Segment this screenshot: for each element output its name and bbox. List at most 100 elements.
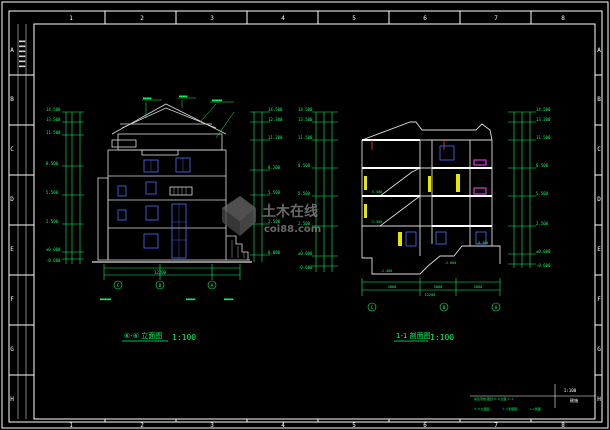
sect-axis-labels: C B A xyxy=(371,305,498,311)
svg-text:■■■■: ■■■■ xyxy=(19,50,26,53)
elev-left-dim-lines xyxy=(62,111,84,264)
row-label: D xyxy=(10,196,14,203)
title-note-sub-3: 1-1剖面 xyxy=(530,406,541,411)
level-label: ±0.000 xyxy=(46,247,61,252)
svg-text:■■■■■: ■■■■■ xyxy=(179,94,188,98)
elev-left-levels: 14.500 13.500 11.500 8.500 5.500 2.500 ±… xyxy=(46,107,61,263)
level-label: 2.500 xyxy=(268,219,281,224)
dim-label: 4800 xyxy=(388,285,397,289)
svg-text:■■■■■■: ■■■■■■ xyxy=(224,298,234,301)
level-label: 11.200 xyxy=(268,135,283,140)
sect-view-scale: 1:100 xyxy=(430,333,454,342)
level-label: 2.500 xyxy=(372,220,382,224)
title-scale: 1:100 xyxy=(564,388,577,393)
sect-left-dim-lines xyxy=(312,111,338,272)
level-label: 5.500 xyxy=(268,190,281,195)
row-label: B xyxy=(10,96,14,103)
level-label: 14.500 xyxy=(536,107,551,112)
level-label: 0.000 xyxy=(268,250,281,255)
row-label: H xyxy=(10,396,14,403)
column-labels: 1 2 3 4 5 6 7 8 1 2 3 4 5 6 7 8 xyxy=(69,15,565,429)
binding-strip xyxy=(17,24,27,419)
level-label: -2.800 xyxy=(444,261,456,265)
elev-bottom-dims xyxy=(103,264,241,280)
level-label: 12.300 xyxy=(268,117,283,122)
sect-structure xyxy=(361,121,501,275)
sect-bottom-dims xyxy=(361,278,501,296)
level-label: 5.500 xyxy=(298,191,311,196)
dim-label: 3800 xyxy=(474,285,483,289)
svg-text:■■■■: ■■■■ xyxy=(19,55,26,58)
col-label: 1 xyxy=(69,422,73,429)
svg-text:■■■■: ■■■■ xyxy=(19,40,26,43)
col-label: 3 xyxy=(210,422,214,429)
sect-yellow-openings xyxy=(364,174,460,246)
row-label: C xyxy=(10,146,14,153)
level-label: 11.500 xyxy=(46,130,61,135)
row-label: A xyxy=(10,47,14,54)
level-label: 14.500 xyxy=(298,107,313,112)
col-label: 8 xyxy=(561,422,565,429)
level-label: 2.500 xyxy=(298,221,311,226)
row-label: F xyxy=(597,296,601,303)
row-label: F xyxy=(10,296,14,303)
elev-window-mullions xyxy=(150,158,186,258)
level-label: 8.500 xyxy=(298,163,311,168)
col-label: 7 xyxy=(494,422,498,429)
axis-label: A xyxy=(211,283,214,289)
axis-label: B xyxy=(159,283,162,289)
elev-axis-bubbles xyxy=(113,280,217,290)
elev-building xyxy=(97,103,250,261)
binding-strip-text: ■■■■■■■■ ■■■■■■■■ ■■■■■■■■ xyxy=(19,40,26,68)
col-label: 5 xyxy=(352,15,356,22)
level-label: 13.500 xyxy=(298,117,313,122)
inner-border xyxy=(8,10,603,423)
elev-axis-notes: ■■■■■■■ ■■■■■■ ■■■■■■ xyxy=(100,298,234,301)
col-label: 4 xyxy=(281,15,285,22)
sect-view-title: 1-1 剖面图 xyxy=(396,331,431,340)
elev-right-levels: 14.500 12.300 11.200 8.200 5.500 2.500 0… xyxy=(268,107,283,255)
column-ticks xyxy=(104,11,532,422)
watermark-logo-icon xyxy=(222,196,256,236)
row-labels: A B C D E F G H A B C D E F G H xyxy=(10,47,601,403)
level-label: 14.500 xyxy=(46,107,61,112)
level-label: 8.200 xyxy=(268,165,281,170)
watermark-site: coi88.com xyxy=(264,224,321,235)
row-label: B xyxy=(597,96,601,103)
level-label: 5.500 xyxy=(536,191,549,196)
sect-inner-levels: 5.500 2.500 -2.400 -2.800 -0.300 xyxy=(372,190,488,273)
title-note-sub-1: ⑥-⑥立面图 xyxy=(474,406,489,411)
title-note-main: 某住宅楼·图纸 ⑥-⑥立面 ①-① xyxy=(474,396,514,401)
svg-text:■■■■: ■■■■ xyxy=(19,60,26,63)
watermark: 土木在线 coi88.com xyxy=(222,196,321,236)
drawing-frame xyxy=(33,23,596,420)
row-label: A xyxy=(597,47,601,54)
elev-view-title: ⑥-⑥ 立面图 xyxy=(124,331,162,340)
title-note-sub-2: ①-①剖面图 xyxy=(502,406,517,411)
level-label: 2.500 xyxy=(46,219,59,224)
level-label: 13.500 xyxy=(46,117,61,122)
level-label: -0.600 xyxy=(298,265,313,270)
level-label: 11.500 xyxy=(536,135,551,140)
sect-magenta-openings xyxy=(473,159,487,195)
svg-text:■■■■■■: ■■■■■■ xyxy=(212,98,222,102)
level-label: 5.500 xyxy=(46,190,59,195)
row-label: E xyxy=(10,246,14,253)
col-label: 1 xyxy=(69,15,73,22)
row-label: E xyxy=(597,246,601,253)
level-label: -0.600 xyxy=(46,258,61,263)
section-view: 14.500 13.500 11.500 8.500 5.500 2.500 ±… xyxy=(298,107,551,342)
svg-text:■■■■: ■■■■ xyxy=(19,45,26,48)
col-label: 5 xyxy=(352,422,356,429)
row-label: C xyxy=(597,146,601,153)
sect-right-levels: 14.500 13.200 11.500 8.500 5.500 2.500 ±… xyxy=(536,107,551,268)
elev-right-dim-lines xyxy=(250,111,270,262)
level-label: -0.600 xyxy=(536,263,551,268)
elev-railings xyxy=(173,187,245,258)
row-ticks xyxy=(9,74,602,376)
level-label: 14.500 xyxy=(268,107,283,112)
elev-axis-labels: C B A xyxy=(117,283,214,289)
level-label: 5.500 xyxy=(372,190,382,194)
